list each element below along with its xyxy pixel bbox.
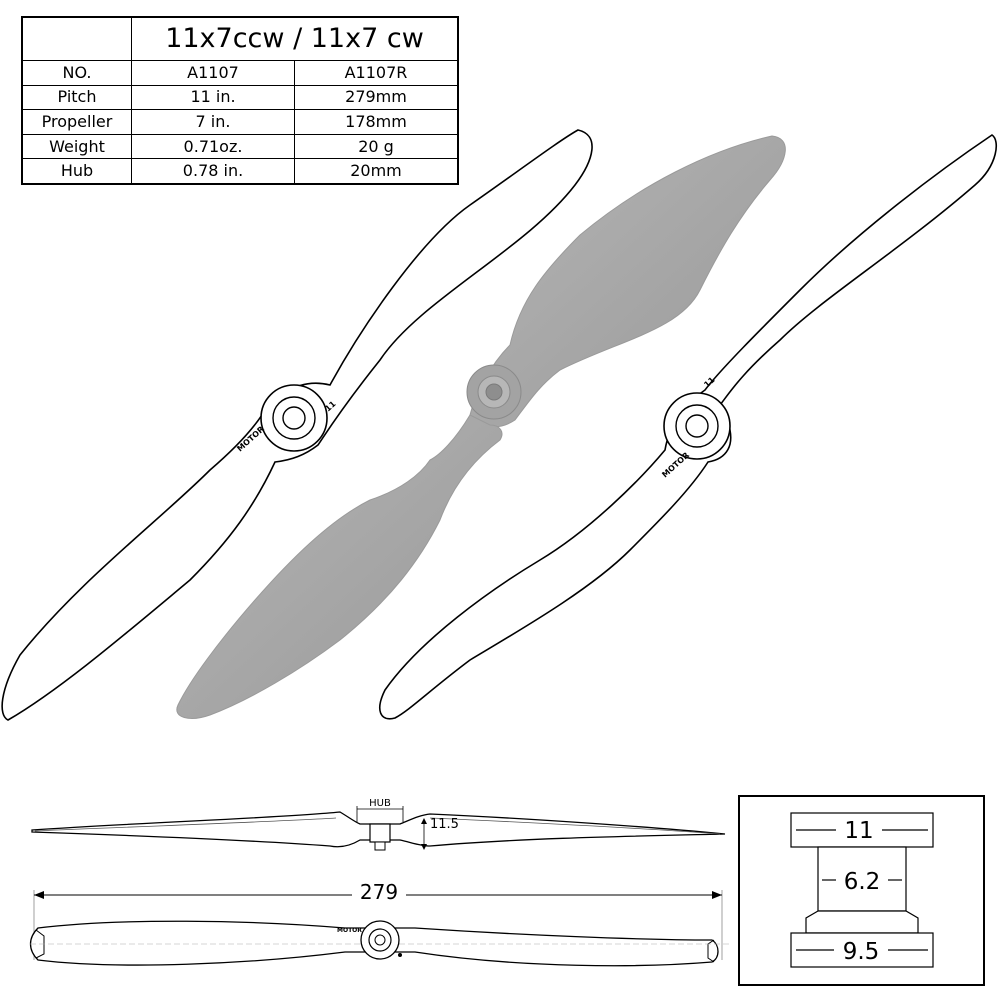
spec-row-label: Pitch — [21, 84, 132, 111]
length-dimension: 279 — [33, 880, 723, 960]
hub-bottom-dim: 9.5 — [843, 939, 880, 965]
spec-value-cw: 178mm — [294, 109, 459, 135]
spec-value-cw: A1107R — [294, 60, 459, 86]
svg-text:MOTOR: MOTOR — [337, 927, 362, 934]
side-profile-view: HUB 11.5 — [31, 798, 726, 851]
spec-row-label: Weight — [21, 133, 132, 160]
spec-table-title: 11x7ccw / 11x7 cw — [131, 16, 459, 61]
hub-label: HUB — [369, 798, 391, 809]
spec-value-cw: 20mm — [294, 158, 459, 185]
hub-height-label: 11.5 — [430, 817, 459, 832]
hub-top-dim: 11 — [844, 818, 873, 844]
spec-value-ccw: 7 in. — [131, 109, 295, 135]
spec-value-ccw: 0.78 in. — [131, 158, 295, 185]
spec-value-ccw: 0.71oz. — [131, 133, 295, 160]
spec-row-hub: Hub 0.78 in. 20mm — [21, 158, 459, 185]
outline-propeller-left: MOTOR 11 — [1, 129, 593, 721]
spec-table-header: 11x7ccw / 11x7 cw — [21, 16, 459, 61]
spec-row-propeller: Propeller 7 in. 178mm — [21, 109, 459, 135]
spec-value-ccw: A1107 — [131, 60, 295, 86]
spec-table-corner — [21, 16, 132, 61]
spec-row-weight: Weight 0.71oz. 20 g — [21, 133, 459, 160]
spec-row-label: Propeller — [21, 109, 132, 135]
spec-table: 11x7ccw / 11x7 cw NO. A1107 A1107R Pitch… — [21, 16, 459, 185]
hub-detail-box: 11 6.2 9.5 — [738, 795, 985, 986]
outline-propeller-right: MOTOR 11 — [379, 134, 998, 720]
spec-value-cw: 20 g — [294, 133, 459, 160]
hub-middle-dim: 6.2 — [844, 869, 881, 895]
spec-value-cw: 279mm — [294, 84, 459, 111]
top-plan-view: MOTOR — [29, 920, 730, 967]
length-label: 279 — [360, 880, 398, 904]
spec-row-label: Hub — [21, 158, 132, 185]
grey-propeller-center — [176, 135, 786, 719]
